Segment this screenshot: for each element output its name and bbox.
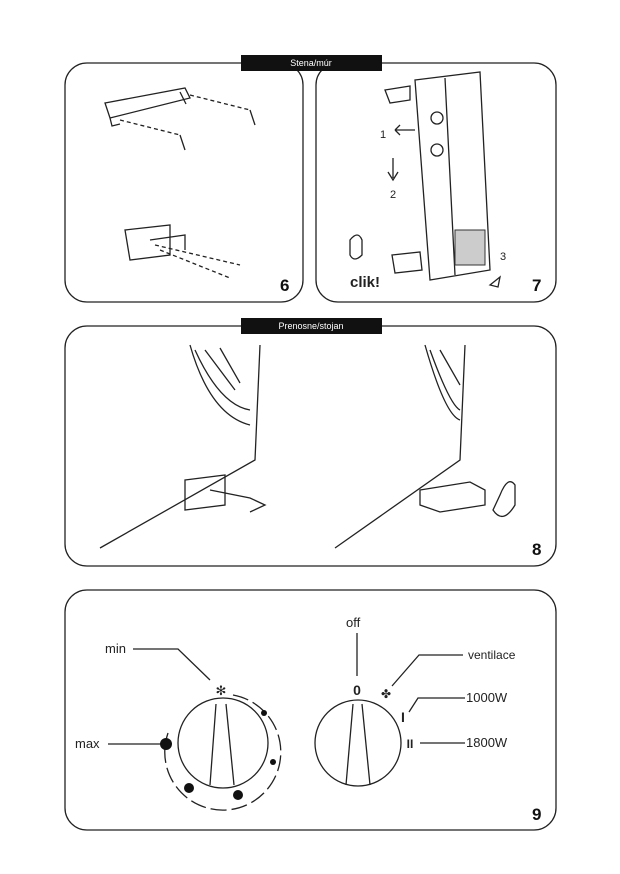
off-symbol: 0 (353, 682, 361, 698)
panel-9-controls: ✻ min max 0 ✤ I II off ventilace 1000W 1… (64, 589, 557, 831)
figure-number-9: 9 (532, 805, 541, 824)
step-1-label: 1 (380, 129, 386, 141)
panel-7-wall-mount: 1 2 3 clik! 7 (315, 62, 557, 303)
section-header-wall (241, 55, 382, 71)
figure-number-6: 6 (280, 276, 289, 295)
1000w-label: 1000W (466, 690, 508, 705)
figure-number-8: 8 (532, 540, 541, 559)
section-header-wall-text: Stena/múr (290, 58, 332, 68)
figure-number-7: 7 (532, 276, 541, 295)
section-header-portable-text: Prenosne/stojan (278, 321, 343, 331)
1800w-label: 1800W (466, 735, 508, 750)
panel-8-stand: 8 (64, 325, 557, 567)
snowflake-icon: ✻ (216, 683, 227, 698)
off-label: off (346, 615, 361, 630)
max-label: max (75, 736, 100, 751)
section-header-portable (241, 318, 382, 334)
panel-6-wall-bracket: 6 (64, 62, 304, 303)
mode-selector-knob[interactable] (314, 699, 402, 787)
thermostat-knob[interactable] (164, 694, 282, 811)
click-label: clik! (350, 274, 380, 291)
step-2-label: 2 (390, 189, 396, 201)
min-label: min (105, 641, 126, 656)
fan-icon: ✤ (381, 687, 391, 701)
high-power-symbol: II (407, 737, 414, 751)
step-3-label: 3 (500, 251, 506, 263)
low-power-symbol: I (401, 709, 405, 725)
fan-label: ventilace (468, 648, 516, 662)
